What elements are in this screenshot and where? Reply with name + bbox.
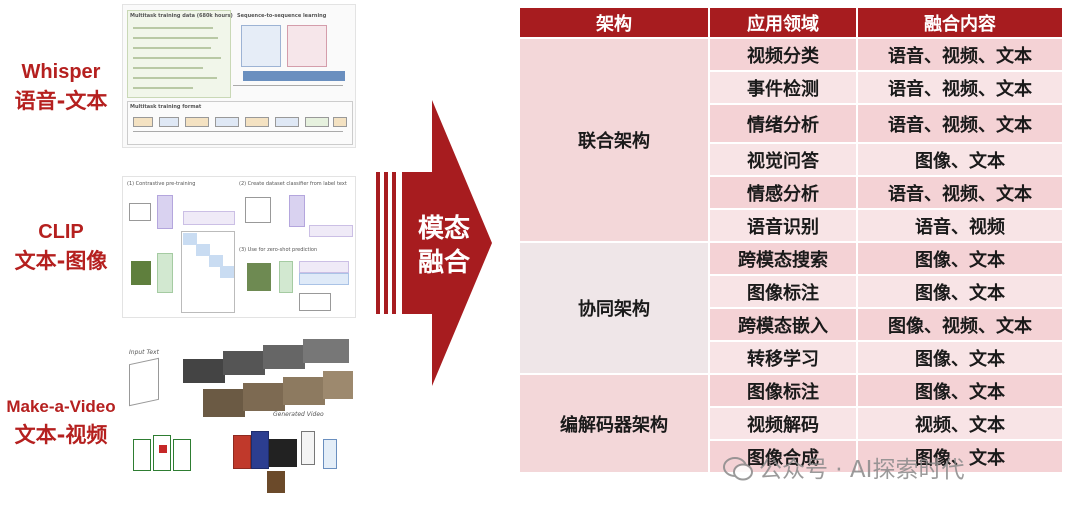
whisper-title-1: Multitask training data (680k hours) <box>130 13 233 19</box>
content-cell: 语音、视频、文本 <box>856 70 1064 105</box>
field-cell: 图像合成 <box>708 439 858 474</box>
watermark: 公众号 · AI探索时代 <box>723 450 964 484</box>
content-cell: 图像、文本 <box>856 373 1064 408</box>
field-cell: 事件检测 <box>708 70 858 105</box>
whisper-label: Whisper 语音-文本 <box>0 58 122 116</box>
clip-name: CLIP <box>38 221 84 243</box>
clip-diagram: (1) Contrastive pre-training (2) Create … <box>122 176 356 318</box>
header-content: 融合内容 <box>856 6 1064 39</box>
clip-title-3: (3) Use for zero-shot prediction <box>239 247 318 253</box>
mav-generated-video: Generated Video <box>273 411 324 418</box>
table-row: 情感分析 语音、视频、文本 <box>519 175 1064 210</box>
fusion-label: 模态 融合 <box>414 212 474 280</box>
content-cell: 图像、文本 <box>856 241 1064 276</box>
mav-input-text: Input Text <box>129 349 159 356</box>
makeavideo-type: 文本-视频 <box>14 423 108 447</box>
field-cell: 转移学习 <box>708 340 858 375</box>
clip-title-1: (1) Contrastive pre-training <box>127 181 196 187</box>
arch-coordinated: 协同架构 <box>518 241 710 375</box>
content-cell: 语音、视频、文本 <box>856 175 1064 210</box>
field-cell: 跨模态搜索 <box>708 241 858 276</box>
makeavideo-label: Make-a-Video 文本-视频 <box>0 392 122 450</box>
makeavideo-diagram: Input Text Generated Video <box>122 334 356 508</box>
content-cell: 语音、视频 <box>856 208 1064 243</box>
field-cell: 视频分类 <box>708 37 858 72</box>
table-row: 协同架构 跨模态搜索 图像、文本 <box>518 241 1064 375</box>
field-cell: 视觉问答 <box>708 142 858 177</box>
fusion-arrow-icon <box>376 100 492 386</box>
whisper-name: Whisper <box>21 61 101 83</box>
fusion-label-line2: 融合 <box>417 248 470 278</box>
content-cell: 图像、视频、文本 <box>856 307 1064 342</box>
watermark-text: 公众号 · AI探索时代 <box>759 457 965 483</box>
content-cell: 视频、文本 <box>856 406 1064 441</box>
header-arch: 架构 <box>518 6 710 39</box>
arch-encoder-decoder: 编解码器架构 <box>518 373 710 474</box>
table-header-row: 架构 应用领域 融合内容 <box>518 6 1064 39</box>
fusion-table: 架构 应用领域 融合内容 联合架构 视频分类 语音、视频、文本 事件检测 语音、… <box>518 6 1064 474</box>
field-cell: 情感分析 <box>708 175 858 210</box>
content-cell: 语音、视频、文本 <box>856 37 1064 72</box>
whisper-title-2: Sequence-to-sequence learning <box>237 13 327 19</box>
table-row: 联合架构 视频分类 语音、视频、文本 <box>518 37 1064 243</box>
field-cell: 语音识别 <box>708 208 858 243</box>
content-cell: 图像、文本 <box>856 340 1064 375</box>
clip-type: 文本-图像 <box>14 249 108 273</box>
content-cell: 图像、文本 <box>856 274 1064 309</box>
whisper-diagram: Multitask training data (680k hours) Seq… <box>122 4 356 148</box>
field-cell: 跨模态嵌入 <box>708 307 858 342</box>
content-cell: 图像、文本 <box>856 142 1064 177</box>
makeavideo-name: Make-a-Video <box>6 397 116 416</box>
field-cell: 视频解码 <box>708 406 858 441</box>
field-cell: 图像标注 <box>708 373 858 408</box>
fusion-label-line1: 模态 <box>417 214 470 244</box>
wechat-icon <box>723 457 753 481</box>
arch-joint: 联合架构 <box>518 37 710 243</box>
header-field: 应用领域 <box>708 6 858 39</box>
clip-label: CLIP 文本-图像 <box>0 218 122 276</box>
whisper-type: 语音-文本 <box>14 89 108 113</box>
clip-title-2: (2) Create dataset classifier from label… <box>239 181 347 187</box>
field-cell: 情绪分析 <box>708 103 858 144</box>
content-cell: 语音、视频、文本 <box>856 103 1064 144</box>
whisper-title-3: Multitask training format <box>130 104 202 110</box>
field-cell: 图像标注 <box>708 274 858 309</box>
whisper-data-panel <box>127 10 231 98</box>
content-cell: 图像、文本 <box>856 439 1064 474</box>
table-row: 编解码器架构 图像标注 图像、文本 <box>518 373 1064 474</box>
